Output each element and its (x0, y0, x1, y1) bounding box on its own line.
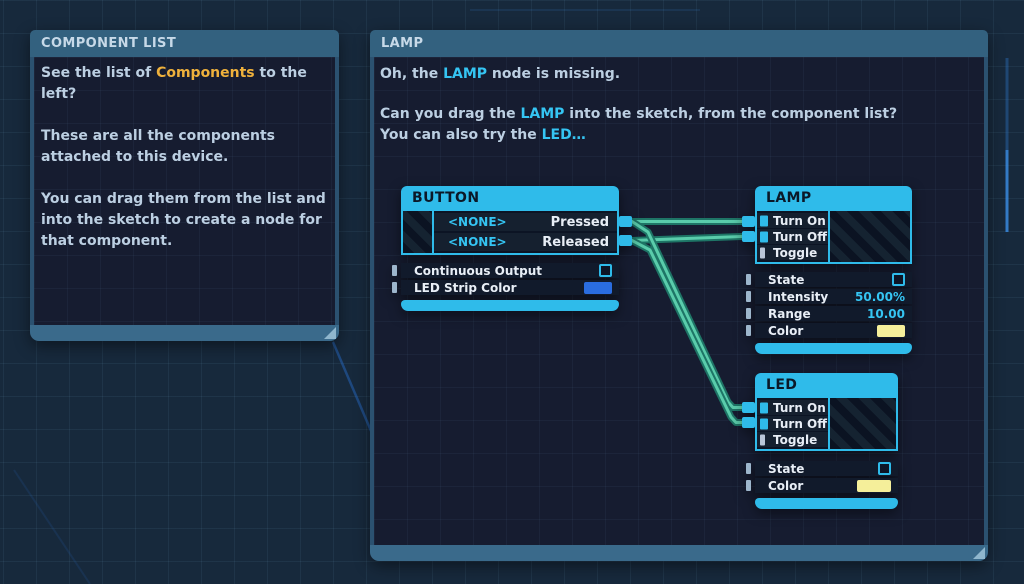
button-output-row-pressed: <NONE> Pressed (434, 213, 617, 231)
components-highlight: Components (156, 65, 255, 81)
lamp-state-row: State (746, 272, 912, 287)
lamp-node[interactable]: LAMP Turn On Turn Off Toggle (742, 186, 912, 354)
led-node-header[interactable]: LED (755, 373, 898, 398)
turn-on-input-marker[interactable] (760, 402, 768, 413)
led-input-row-toggle: Toggle (757, 432, 828, 447)
lamp-input-row-turn-on: Turn On (757, 213, 828, 228)
released-label: Released (542, 234, 609, 250)
button-node-footer (401, 300, 619, 311)
button-output-row-released: <NONE> Released (434, 233, 617, 251)
property-tab (746, 291, 751, 302)
lamp-range-value[interactable]: 10.00 (867, 306, 905, 321)
lamp-tutorial-panel-header[interactable]: LAMP (370, 30, 988, 57)
property-tab (746, 463, 751, 474)
tutorial-paragraph: You can drag them from the list and into… (41, 191, 326, 249)
released-binding-dropdown[interactable]: <NONE> (448, 235, 507, 249)
pressed-binding-dropdown[interactable]: <NONE> (448, 215, 507, 229)
lamp-turn-on-input-port[interactable] (742, 216, 755, 227)
tutorial-paragraph: These are all the components attached to… (41, 128, 275, 165)
released-output-port[interactable] (619, 235, 632, 246)
lamp-tutorial-panel-title: LAMP (381, 36, 424, 51)
continuous-output-checkbox[interactable] (599, 264, 612, 277)
lamp-color-row: Color (746, 323, 912, 338)
component-list-panel-footer (30, 325, 339, 341)
component-list-panel: COMPONENT LIST See the list of Component… (30, 30, 339, 341)
led-strip-color-swatch[interactable] (584, 281, 612, 294)
turn-on-input-marker[interactable] (760, 215, 768, 226)
property-tab (746, 274, 751, 285)
lamp-input-row-turn-off: Turn Off (757, 229, 828, 244)
property-tab (746, 308, 751, 319)
lamp-node-header[interactable]: LAMP (755, 186, 912, 211)
turn-off-input-marker[interactable] (760, 231, 768, 242)
lamp-input-row-toggle: Toggle (757, 245, 828, 260)
lamp-intensity-value[interactable]: 50.00% (855, 289, 905, 304)
lamp-range-row: Range 10.00 (746, 306, 912, 321)
toggle-input-marker[interactable] (760, 247, 765, 258)
component-list-panel-title: COMPONENT LIST (41, 36, 177, 51)
tutorial-paragraph: You can also try the LED… (380, 127, 586, 143)
led-strip-color-row: LED Strip Color (392, 280, 619, 295)
property-tab (392, 282, 397, 293)
led-link: LED… (541, 127, 586, 143)
lamp-node-footer (755, 343, 912, 354)
button-node-io: <NONE> Pressed <NONE> Released (401, 211, 619, 255)
led-color-swatch[interactable] (857, 479, 891, 492)
lamp-node-io: Turn On Turn Off Toggle (755, 211, 912, 264)
led-color-row: Color (746, 478, 898, 493)
button-node-preview (403, 211, 434, 253)
property-tab (746, 325, 751, 336)
led-input-row-turn-off: Turn Off (757, 416, 828, 431)
tutorial-paragraph: Oh, the LAMP node is missing. (380, 66, 621, 82)
component-list-panel-header[interactable]: COMPONENT LIST (30, 30, 339, 57)
property-tab (746, 480, 751, 491)
pressed-label: Pressed (550, 214, 609, 230)
component-list-panel-body: See the list of Components to the left? … (30, 57, 339, 325)
led-node[interactable]: LED Turn On Turn Off Toggle (742, 373, 898, 509)
led-node-io: Turn On Turn Off Toggle (755, 398, 898, 451)
resize-grip-icon[interactable] (324, 327, 336, 339)
lamp-state-checkbox[interactable] (892, 273, 905, 286)
lamp-tutorial-panel-footer (370, 545, 988, 561)
led-node-preview (828, 398, 896, 449)
property-tab (392, 265, 397, 276)
led-node-footer (755, 498, 898, 509)
led-turn-on-input-port[interactable] (742, 402, 755, 413)
led-turn-off-input-port[interactable] (742, 417, 755, 428)
lamp-color-swatch[interactable] (877, 324, 905, 337)
tutorial-paragraph: See the list of Components to the left? (41, 65, 307, 102)
led-state-row: State (746, 461, 898, 476)
lamp-turn-off-input-port[interactable] (742, 231, 755, 242)
lamp-link: LAMP (520, 106, 565, 122)
pressed-output-port[interactable] (619, 216, 632, 227)
toggle-input-marker[interactable] (760, 434, 765, 445)
resize-grip-icon[interactable] (973, 547, 985, 559)
button-node-header[interactable]: BUTTON (401, 186, 619, 211)
led-input-row-turn-on: Turn On (757, 400, 828, 415)
led-state-checkbox[interactable] (878, 462, 891, 475)
turn-off-input-marker[interactable] (760, 418, 768, 429)
tutorial-paragraph: Can you drag the LAMP into the sketch, f… (380, 106, 898, 122)
continuous-output-row: Continuous Output (392, 263, 619, 278)
lamp-node-preview (828, 211, 910, 262)
button-node[interactable]: BUTTON <NONE> Pressed <NONE> Released Co… (392, 186, 632, 311)
lamp-link: LAMP (443, 66, 488, 82)
lamp-intensity-row: Intensity 50.00% (746, 289, 912, 304)
